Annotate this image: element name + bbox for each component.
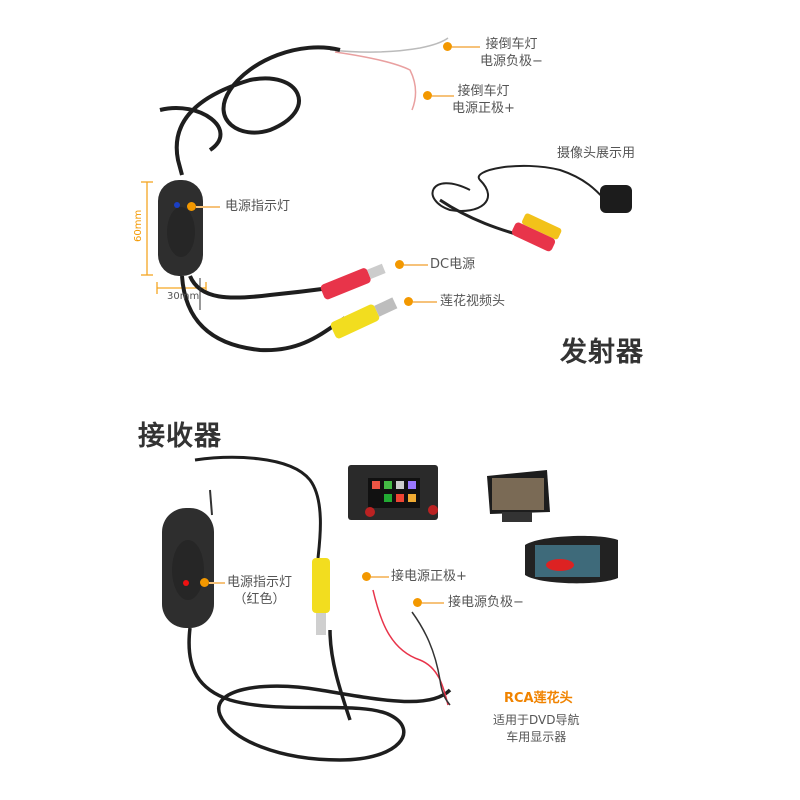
receiver-title: 接收器 <box>138 421 222 452</box>
callout-dot <box>413 598 422 607</box>
callout-leader <box>404 264 428 266</box>
callout-leader <box>452 46 480 48</box>
label-rca-head: RCA莲花头 <box>504 691 573 706</box>
callout-dot <box>395 260 404 269</box>
transmitter-title: 发射器 <box>560 337 644 368</box>
label-applicable: 适用于DVD导航 车用显示器 <box>493 713 580 744</box>
callout-dot <box>200 578 209 587</box>
label-reverse-light-positive: 接倒车灯 电源正极+ <box>452 84 515 116</box>
callout-leader <box>422 602 444 604</box>
dimension-height: 60mm <box>133 209 144 242</box>
label-power-positive: 接电源正极+ <box>391 569 467 584</box>
callout-dot <box>423 91 432 100</box>
callout-leader <box>209 582 225 584</box>
label-camera-demo: 摄像头展示用 <box>557 146 636 161</box>
label-reverse-light-negative: 接倒车灯 电源负极− <box>480 37 543 69</box>
label-dc-power: DC电源 <box>430 257 476 272</box>
callout-leader <box>371 576 389 578</box>
callout-leader <box>413 301 437 303</box>
label-receiver-power-indicator: 电源指示灯 （红色） <box>227 575 293 607</box>
label-rca-video: 莲花视频头 <box>440 294 506 309</box>
label-power-indicator: 电源指示灯 <box>225 199 291 214</box>
callout-dot <box>443 42 452 51</box>
callout-dot <box>404 297 413 306</box>
callout-dot <box>187 202 196 211</box>
label-power-negative: 接电源负极− <box>448 595 524 610</box>
callout-dot <box>362 572 371 581</box>
dimension-width: 30mm <box>167 291 200 302</box>
callout-leader <box>196 206 220 208</box>
callout-leader <box>432 95 454 97</box>
